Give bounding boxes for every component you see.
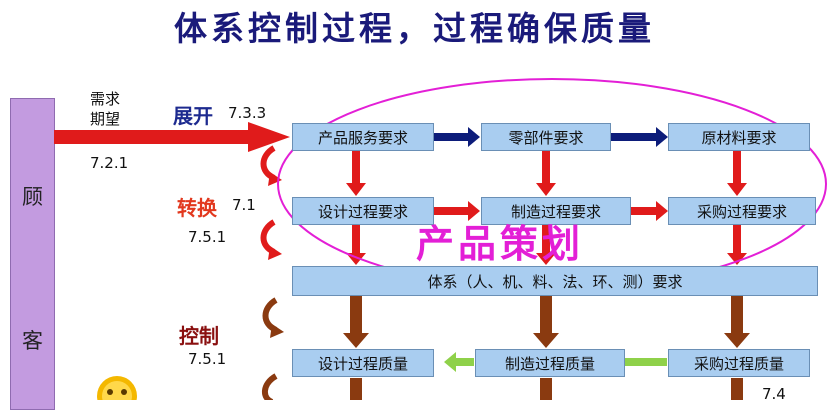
box-material-requirements: 原材料要求 — [668, 123, 810, 151]
red-down-arrow-2 — [536, 151, 556, 196]
red-right-arrow-1 — [434, 201, 480, 221]
input-label-expectations: 期望 — [90, 110, 121, 128]
curve-arrow-2 — [260, 219, 276, 255]
customer-input-arrow — [54, 122, 290, 152]
smiley-icon — [97, 376, 137, 400]
red-down-arrow-3 — [727, 151, 747, 196]
curve-arrow-1 — [260, 145, 276, 181]
brown-down-arrow-2 — [533, 296, 559, 348]
brown-down-arrow-3 — [724, 296, 750, 348]
red-down-arrow-5 — [536, 225, 556, 265]
navy-arrow-2 — [610, 127, 668, 147]
flow-arrows — [54, 78, 827, 400]
stage-expand-clause: 7.3.3 — [228, 104, 267, 122]
curve-arrow-4 — [262, 373, 278, 400]
customer-char-1: 顾 — [22, 185, 43, 209]
red-right-arrow-2 — [631, 201, 668, 221]
brown-down-arrow-1 — [343, 296, 369, 348]
box-product-service-requirements: 产品服务要求 — [292, 123, 434, 151]
input-label-needs: 需求 — [90, 90, 121, 108]
stage-control-clause: 7.5.1 — [188, 350, 227, 368]
box-procurement-process-requirements: 采购过程要求 — [668, 197, 816, 225]
brown-stub-2 — [540, 378, 552, 400]
green-left-arrow-2 — [444, 352, 474, 372]
red-down-arrow-6 — [727, 225, 747, 265]
product-planning-label: 产品策划 — [416, 221, 585, 266]
brown-stub-3 — [731, 378, 743, 400]
stage-control-label: 控制 — [179, 324, 219, 348]
stage-transform-label: 转换 — [177, 196, 217, 220]
brown-stub-1 — [350, 378, 362, 400]
navy-arrow-1 — [434, 127, 480, 147]
box-manufacturing-process-quality: 制造过程质量 — [475, 349, 625, 377]
customer-bar: 顾 客 — [10, 98, 55, 410]
stage-transform-clause-2: 7.5.1 — [188, 228, 227, 246]
box-design-process-quality: 设计过程质量 — [292, 349, 434, 377]
box-design-process-requirements: 设计过程要求 — [292, 197, 434, 225]
box-manufacturing-process-requirements: 制造过程要求 — [481, 197, 631, 225]
customer-char-2: 客 — [22, 329, 43, 353]
box-system-requirements: 体系（人、机、料、法、环、测）要求 — [292, 266, 818, 296]
corner-clause: 7.4 — [762, 385, 786, 403]
green-left-arrow-1 — [612, 352, 667, 372]
curve-arrow-3 — [262, 297, 278, 333]
stage-transform-clause: 7.1 — [232, 196, 256, 214]
red-down-arrow-1 — [346, 151, 366, 196]
box-procurement-process-quality: 采购过程质量 — [668, 349, 810, 377]
stage-expand-label: 展开 — [173, 104, 213, 128]
input-clause: 7.2.1 — [90, 154, 129, 172]
page-title: 体系控制过程，过程确保质量 — [174, 9, 655, 48]
box-component-requirements: 零部件要求 — [481, 123, 611, 151]
